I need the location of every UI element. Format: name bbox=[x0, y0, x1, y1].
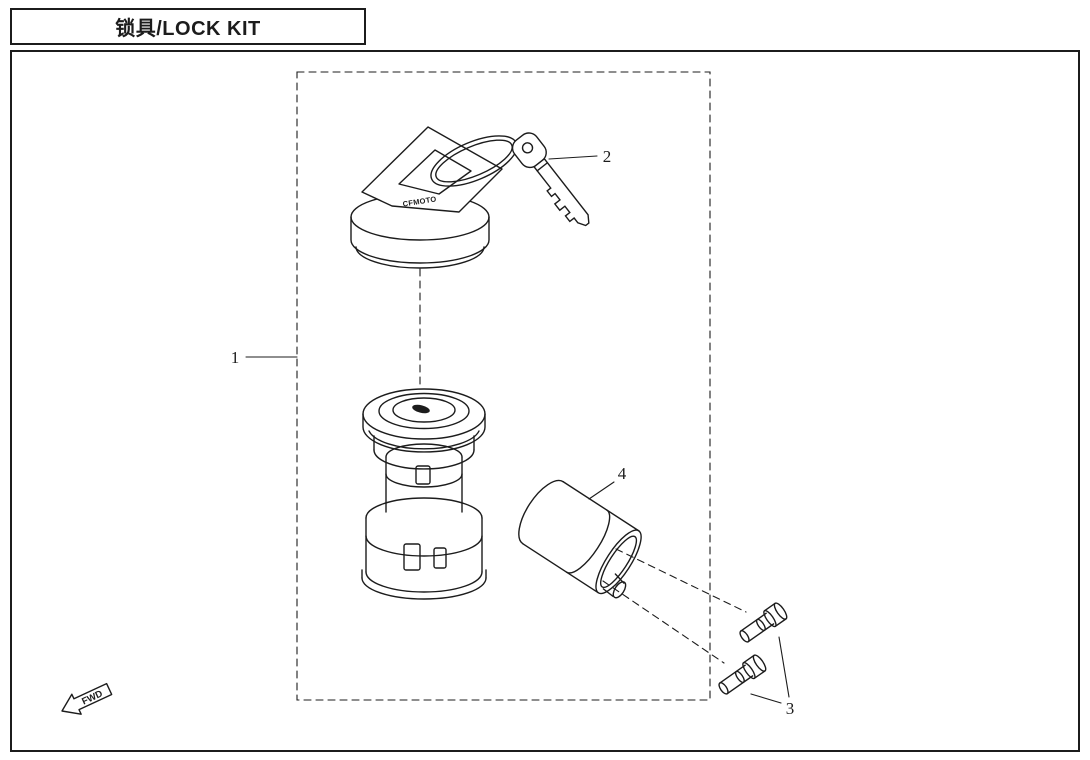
screw-drawing-2 bbox=[718, 654, 767, 695]
callout-2: 2 bbox=[548, 147, 612, 166]
callout-label-3: 3 bbox=[786, 699, 795, 718]
mount-line-upper bbox=[615, 548, 747, 613]
keyhole-slot bbox=[412, 404, 430, 414]
mount-line-lower bbox=[602, 580, 725, 664]
screw-drawing-1 bbox=[739, 602, 788, 643]
callout-3: 3 bbox=[750, 636, 795, 718]
fwd-label: FWD bbox=[80, 688, 104, 707]
key-drawing bbox=[511, 132, 590, 227]
title-box: 锁具/LOCK KIT bbox=[10, 8, 366, 45]
assembly-boundary bbox=[296, 71, 711, 701]
ignition-switch-drawing bbox=[361, 388, 487, 600]
fwd-arrow: FWD bbox=[61, 682, 113, 715]
callout-1: 1 bbox=[231, 348, 298, 367]
callout-label-4: 4 bbox=[618, 464, 627, 483]
cover-cap-drawing bbox=[518, 479, 642, 599]
callout-4: 4 bbox=[588, 464, 627, 500]
diagram-frame bbox=[10, 50, 1080, 752]
page-title: 锁具/LOCK KIT bbox=[115, 18, 261, 40]
callout-label-1: 1 bbox=[231, 348, 240, 367]
callout-label-2: 2 bbox=[603, 147, 612, 166]
